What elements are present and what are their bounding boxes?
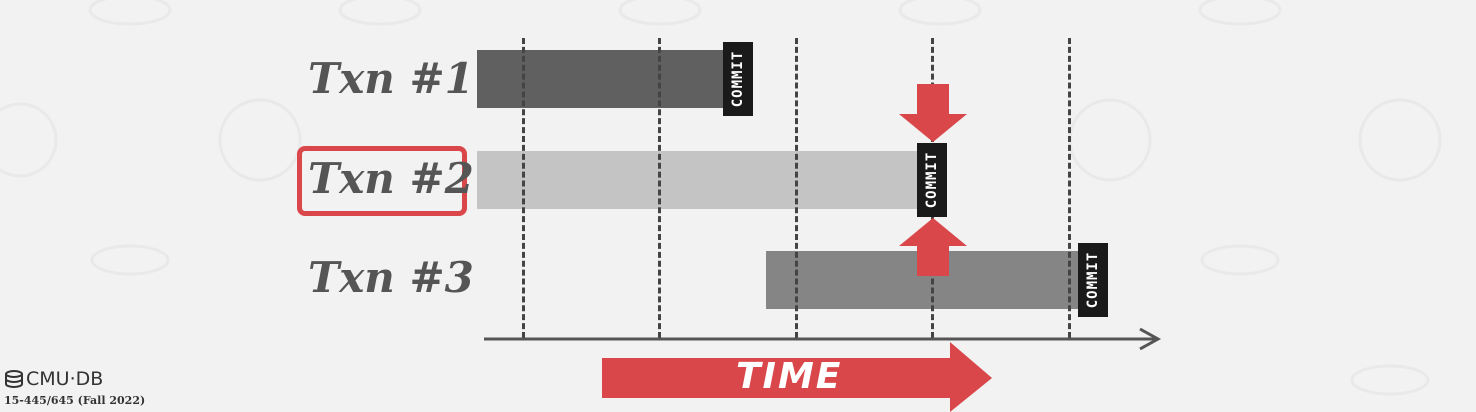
time-arrow (602, 342, 992, 412)
time-gridline (795, 38, 798, 338)
time-axis (484, 327, 1162, 351)
cmu-db-logo: CMU·DB (4, 368, 103, 390)
time-gridline (522, 38, 525, 338)
txn-1-bar (477, 50, 725, 108)
time-gridline (1068, 38, 1071, 338)
txn-1-label: Txn #1 (308, 54, 474, 103)
txn-3-commit-tag: COMMIT (1078, 243, 1108, 317)
commit-label: COMMIT (730, 50, 746, 108)
commit-arrows (899, 84, 967, 276)
txn-2-commit-tag: COMMIT (917, 143, 947, 217)
commit-label: COMMIT (1085, 251, 1101, 309)
down-arrow-icon (899, 84, 967, 142)
txn-2-bar (477, 151, 919, 209)
time-gridline (658, 38, 661, 338)
axis-arrowhead-icon (1139, 327, 1162, 351)
txn-2-label: Txn #2 (308, 154, 474, 203)
logo-text: CMU·DB (26, 368, 104, 390)
database-icon (5, 370, 23, 388)
txn-3-label: Txn #3 (308, 253, 474, 302)
txn-1-commit-tag: COMMIT (723, 42, 753, 116)
up-arrow-icon (899, 218, 967, 276)
course-label: 15-445/645 (Fall 2022) (4, 394, 146, 407)
txn-2-highlight-box (297, 146, 467, 216)
commit-label: COMMIT (924, 151, 940, 209)
time-label: TIME (736, 356, 843, 397)
